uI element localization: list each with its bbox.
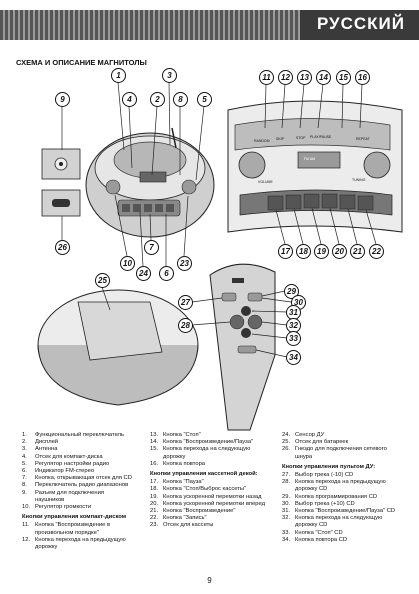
callout-17: 17 xyxy=(278,244,293,259)
callout-27: 27 xyxy=(178,295,193,310)
header-block xyxy=(300,10,419,40)
list-item: 23.Отсек для кассеты xyxy=(150,522,214,529)
list-item: 14.Кнопка "Воспроизведение/Пауза" xyxy=(150,439,254,446)
legend-heading-remote: Кнопки управления пультом ДУ: xyxy=(282,463,376,470)
list-item: 31.Кнопка "Воспроизведение/Пауза" CD xyxy=(282,508,396,515)
callout-4: 4 xyxy=(122,92,137,107)
list-item: 1.Функциональный переключатель xyxy=(22,432,125,438)
panel-label-random: RANDOM xyxy=(254,139,270,143)
panel-label-play: PLAY/PAUSE xyxy=(310,135,332,139)
callout-18: 18 xyxy=(296,244,311,259)
list-item: 29.Кнопка программирования CD xyxy=(282,493,378,500)
panel-label-stop: STOP xyxy=(296,136,306,140)
list-item: 18.Кнопка "Стоп/Выброс кассеты" xyxy=(150,486,247,493)
panel-label-repeat: REPEAT xyxy=(356,137,370,141)
list-item: 26.Гнездо для подключения сетевого шнура xyxy=(282,446,387,460)
callout-3: 3 xyxy=(162,68,177,83)
callout-21: 21 xyxy=(350,244,365,259)
legend-heading-cassette: Кнопки управления кассетной декой: xyxy=(150,471,258,478)
list-item: 11.Кнопка "Воспроизведение в произвольно… xyxy=(22,522,111,536)
list-item: 6.Индикатор FM-стерео xyxy=(22,468,95,475)
legend-column-3: 24.Сенсор ДУ 25.Отсек для батареек 26.Гн… xyxy=(282,432,404,544)
callout-8: 8 xyxy=(173,92,188,107)
callout-19: 19 xyxy=(314,244,329,259)
callout-2: 2 xyxy=(150,92,165,107)
callout-11: 11 xyxy=(259,70,274,85)
language-title: РУССКИЙ xyxy=(316,14,405,33)
callout-22: 22 xyxy=(369,244,384,259)
list-item: 20.Кнопка ускоренной перемотки вперед xyxy=(150,500,265,507)
section-title: СХЕМА И ОПИСАНИЕ МАГНИТОЛЫ xyxy=(16,58,147,67)
callout-26: 26 xyxy=(55,240,70,255)
list-item: 34.Кнопка повтора CD xyxy=(282,536,347,543)
callout-24: 24 xyxy=(136,266,151,281)
list-item: 17.Кнопка "Пауза" xyxy=(150,479,204,486)
language-header-bar: РУССКИЙ xyxy=(0,10,419,40)
callout-23: 23 xyxy=(177,256,192,271)
callout-34: 34 xyxy=(286,350,301,365)
callout-13: 13 xyxy=(297,70,312,85)
callout-14: 14 xyxy=(316,70,331,85)
callout-12: 12 xyxy=(278,70,293,85)
list-item: 27.Выбор трека (-10) CD xyxy=(282,472,354,479)
list-item: 28.Кнопка перехода на предыдущую дорожку… xyxy=(282,479,386,493)
callout-16: 16 xyxy=(355,70,370,85)
list-item: 13.Кнопка "Стоп" xyxy=(150,432,201,438)
callout-15: 15 xyxy=(336,70,351,85)
callout-10: 10 xyxy=(120,256,135,271)
list-item: 5.Регулятор настройки радио xyxy=(22,460,110,467)
callout-7: 7 xyxy=(144,240,159,255)
callout-25: 25 xyxy=(95,273,110,288)
list-item: 33.Кнопка "Стоп" CD xyxy=(282,529,343,536)
callout-32: 32 xyxy=(286,318,301,333)
list-item: 8.Переключатель радио диапазонов xyxy=(22,482,129,489)
list-item: 25.Отсек для батареек xyxy=(282,439,349,446)
list-item: 21.Кнопка "Воспроизведение" xyxy=(150,508,236,515)
callout-20: 20 xyxy=(332,244,347,259)
callout-9: 9 xyxy=(55,92,70,107)
list-item: 2.Дисплей xyxy=(22,439,59,446)
panel-label-volume: VOLUME xyxy=(258,180,273,184)
list-item: 7.Кнопка, открывающая отсек для CD xyxy=(22,475,132,482)
header-stripe xyxy=(0,10,300,40)
list-item: 9.Разъем для подключения наушников xyxy=(22,489,104,503)
list-item: 32.Кнопка перехода на следующую дорожку … xyxy=(282,515,383,529)
legend-column-1: 1.Функциональный переключатель 2.Дисплей… xyxy=(22,432,134,551)
list-item: 3.Антенна xyxy=(22,446,58,453)
list-item: 15.Кнопка перехода на следующую дорожку xyxy=(150,446,251,460)
legend-heading-cd: Кнопки управления компакт-диском xyxy=(22,514,127,521)
list-item: 4.Отсек для компакт-диска xyxy=(22,453,103,460)
callout-1: 1 xyxy=(111,68,126,83)
page-number: 9 xyxy=(207,576,212,585)
list-item: 10.Регулятор громкости xyxy=(22,504,92,511)
list-item: 22.Кнопка "Запись" xyxy=(150,515,207,522)
callout-28: 28 xyxy=(178,318,193,333)
list-item: 16.Кнопка повтора xyxy=(150,460,206,467)
panel-label-skip: SKIP xyxy=(276,137,284,141)
list-item: 30.Выбор трека (+10) CD xyxy=(282,500,355,507)
panel-label-dial: FM AM xyxy=(304,157,316,161)
callout-6: 6 xyxy=(159,266,174,281)
callout-33: 33 xyxy=(286,331,301,346)
list-item: 12.Кнопка перехода на предыдущую дорожку xyxy=(22,536,126,551)
legend-column-2: 13.Кнопка "Стоп" 14.Кнопка "Воспроизведе… xyxy=(150,432,270,530)
panel-label-tuning: TUNING xyxy=(352,178,366,182)
callout-5: 5 xyxy=(197,92,212,107)
list-item: 24.Сенсор ДУ xyxy=(282,432,325,438)
list-item: 19.Кнопка ускоренной перемотки назад xyxy=(150,493,262,500)
